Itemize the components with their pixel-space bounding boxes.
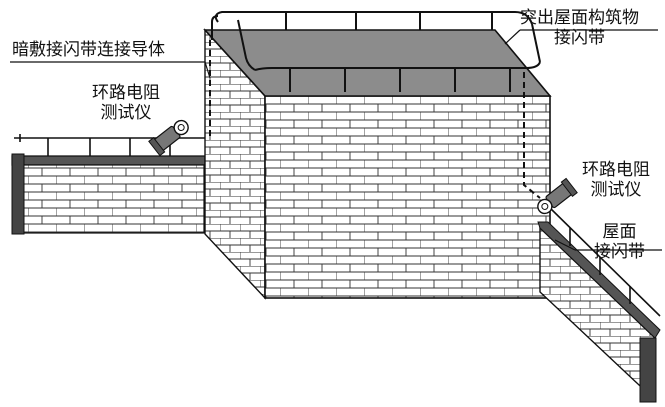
structure-strip-label: 突出屋面构筑物 接闪带 <box>520 8 639 48</box>
roof-strip-label: 屋面 接闪带 <box>594 222 645 262</box>
right-tester-label: 环路电阻 测试仪 <box>582 160 650 200</box>
structure-roof <box>203 29 552 97</box>
roof-strip-label-line2: 接闪带 <box>594 242 645 262</box>
right-loop-resistance-tester-icon <box>537 177 578 215</box>
right-tester-label-line1: 环路电阻 <box>582 160 650 180</box>
structure-roof-strip <box>211 11 541 92</box>
left-loop-resistance-tester-icon <box>148 119 189 157</box>
structure-front-face <box>264 95 551 299</box>
concealed-conductor-right <box>523 72 541 199</box>
structure-strip-label-line2: 接闪带 <box>554 28 605 48</box>
left-tester-label-line1: 环路电阻 <box>92 83 160 103</box>
leader-lines <box>10 29 662 251</box>
roof-strip-label-line1: 屋面 <box>602 222 637 242</box>
right-parapet-wall <box>537 221 661 403</box>
left-tester-label: 环路电阻 测试仪 <box>92 83 160 123</box>
concealed-conductor-label: 暗敷接闪带连接导体 <box>12 40 165 60</box>
left-tester-label-line2: 测试仪 <box>100 103 152 123</box>
right-tester-label-line2: 测试仪 <box>590 180 642 200</box>
right-roof-strip <box>547 205 661 317</box>
structure-strip-label-line1: 突出屋面构筑物 <box>520 8 639 28</box>
left-parapet-wall <box>11 153 206 235</box>
